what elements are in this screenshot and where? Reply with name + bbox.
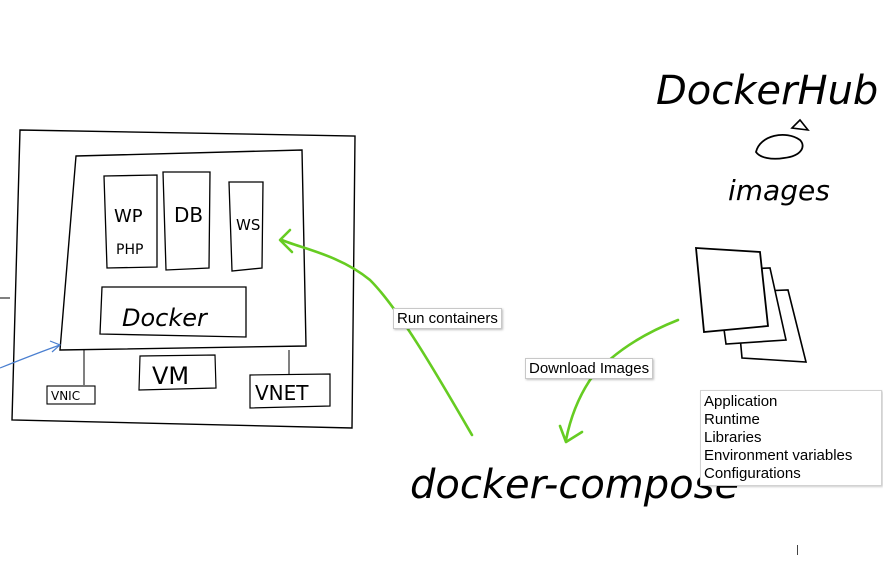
download-arrow <box>564 318 680 442</box>
text-cursor <box>797 545 798 555</box>
vnet-label: VNET <box>255 381 309 405</box>
images-label: images <box>728 174 830 207</box>
docker-box <box>99 286 247 338</box>
container-box-wp <box>103 174 158 269</box>
vnic-box <box>46 385 96 405</box>
list-item-libraries: Libraries <box>704 429 762 446</box>
wp-label: WP <box>114 206 143 227</box>
vm-box <box>59 149 307 351</box>
ws-label: WS <box>236 216 260 234</box>
container-box-db <box>162 171 211 271</box>
php-label: PHP <box>116 242 143 258</box>
vnic-label: VNIC <box>51 389 80 403</box>
image-contents-list: Application Runtime Libraries Environmen… <box>700 390 882 486</box>
container-box-ws <box>228 181 264 272</box>
db-label: DB <box>174 203 203 227</box>
vm-label: VM <box>152 362 189 390</box>
download-arrow-head <box>558 424 584 444</box>
dockerhub-title: DockerHub <box>656 68 878 114</box>
list-item-application: Application <box>704 393 778 410</box>
image-doc-front <box>695 247 769 333</box>
host-box <box>11 129 356 429</box>
list-item-runtime: Runtime <box>704 411 760 428</box>
blue-arrow-head <box>49 340 62 353</box>
docker-label: Docker <box>122 304 209 332</box>
run-containers-label: Run containers <box>393 308 502 329</box>
run-arrow <box>280 238 474 437</box>
list-item-environment-variables: Environment variables <box>704 447 853 464</box>
list-item-configurations: Configurations <box>704 465 801 482</box>
blue-arrow <box>0 344 61 369</box>
vm-host-box <box>138 354 217 391</box>
run-arrow-head <box>278 228 294 254</box>
docker-compose-label: docker-compose <box>410 462 739 508</box>
whale-icon <box>755 118 810 160</box>
vnet-box <box>249 373 331 409</box>
download-images-label: Download Images <box>525 358 654 379</box>
